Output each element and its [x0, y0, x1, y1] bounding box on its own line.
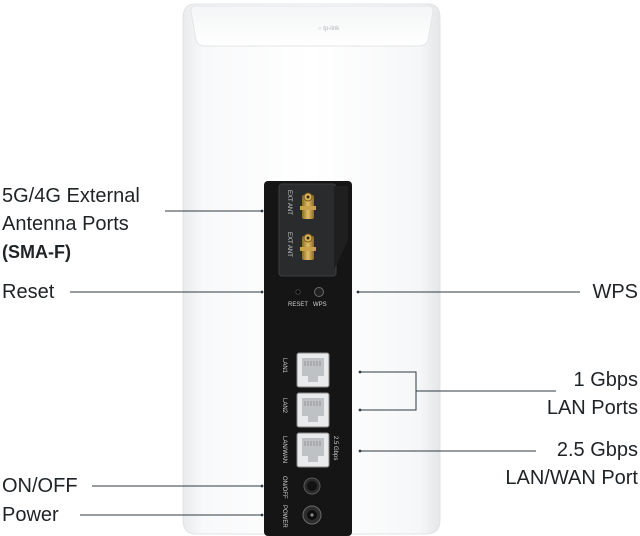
lanwan-panel-text: LAN/WAN	[281, 436, 287, 463]
onoff-label: ON/OFF	[2, 472, 78, 500]
onoff-switch[interactable]	[303, 477, 321, 495]
power-jack[interactable]	[302, 505, 322, 525]
sma-connector-2	[300, 233, 316, 260]
sma-connector-1	[300, 192, 316, 219]
lanwan-port-label: 2.5 Gbps LAN/WAN Port	[505, 436, 638, 492]
wps-panel-text: WPS	[313, 302, 327, 308]
lan1-panel-text: LAN1	[281, 358, 287, 374]
power-panel-text: POWER	[281, 505, 287, 528]
lan-label-line2: LAN Ports	[546, 397, 638, 419]
lanwan-port[interactable]	[296, 432, 330, 468]
lan-ports-label: 1 Gbps LAN Ports	[547, 366, 638, 422]
brand-logo: ○ tp-link	[318, 26, 340, 32]
antenna-label-line1: 5G/4G External	[2, 185, 140, 207]
wan-label-line2: LAN/WAN Port	[505, 467, 638, 489]
antenna-ports-label: 5G/4G External Antenna Ports (SMA-F)	[2, 182, 140, 266]
antenna-label-line2: Antenna Ports	[2, 213, 129, 235]
onoff-panel-text: ON/OFF	[281, 476, 287, 499]
lan2-port[interactable]	[296, 392, 330, 428]
lan1-port[interactable]	[296, 352, 330, 388]
wps-button[interactable]	[314, 287, 324, 297]
router-top-cap	[190, 5, 434, 47]
wan-label-line1: 2.5 Gbps	[556, 439, 638, 461]
lan2-panel-text: LAN2	[281, 398, 287, 414]
reset-panel-text: RESET	[288, 302, 308, 308]
power-label-text: Power	[2, 504, 59, 526]
ext-ant-2-text: EXT ANT	[286, 232, 292, 257]
lan-label-line1: 1 Gbps	[573, 369, 638, 391]
reset-pinhole[interactable]	[295, 289, 301, 295]
antenna-label-line3: (SMA-F)	[2, 242, 71, 262]
power-label: Power	[2, 501, 59, 529]
reset-label: Reset	[2, 278, 54, 306]
ext-ant-1-text: EXT ANT	[286, 190, 292, 215]
reset-label-text: Reset	[2, 281, 55, 303]
wps-label-text: WPS	[592, 281, 638, 303]
speed-panel-text: 2.5 Gbps	[332, 436, 338, 460]
onoff-label-text: ON/OFF	[2, 475, 78, 497]
wps-label: WPS	[592, 278, 638, 306]
